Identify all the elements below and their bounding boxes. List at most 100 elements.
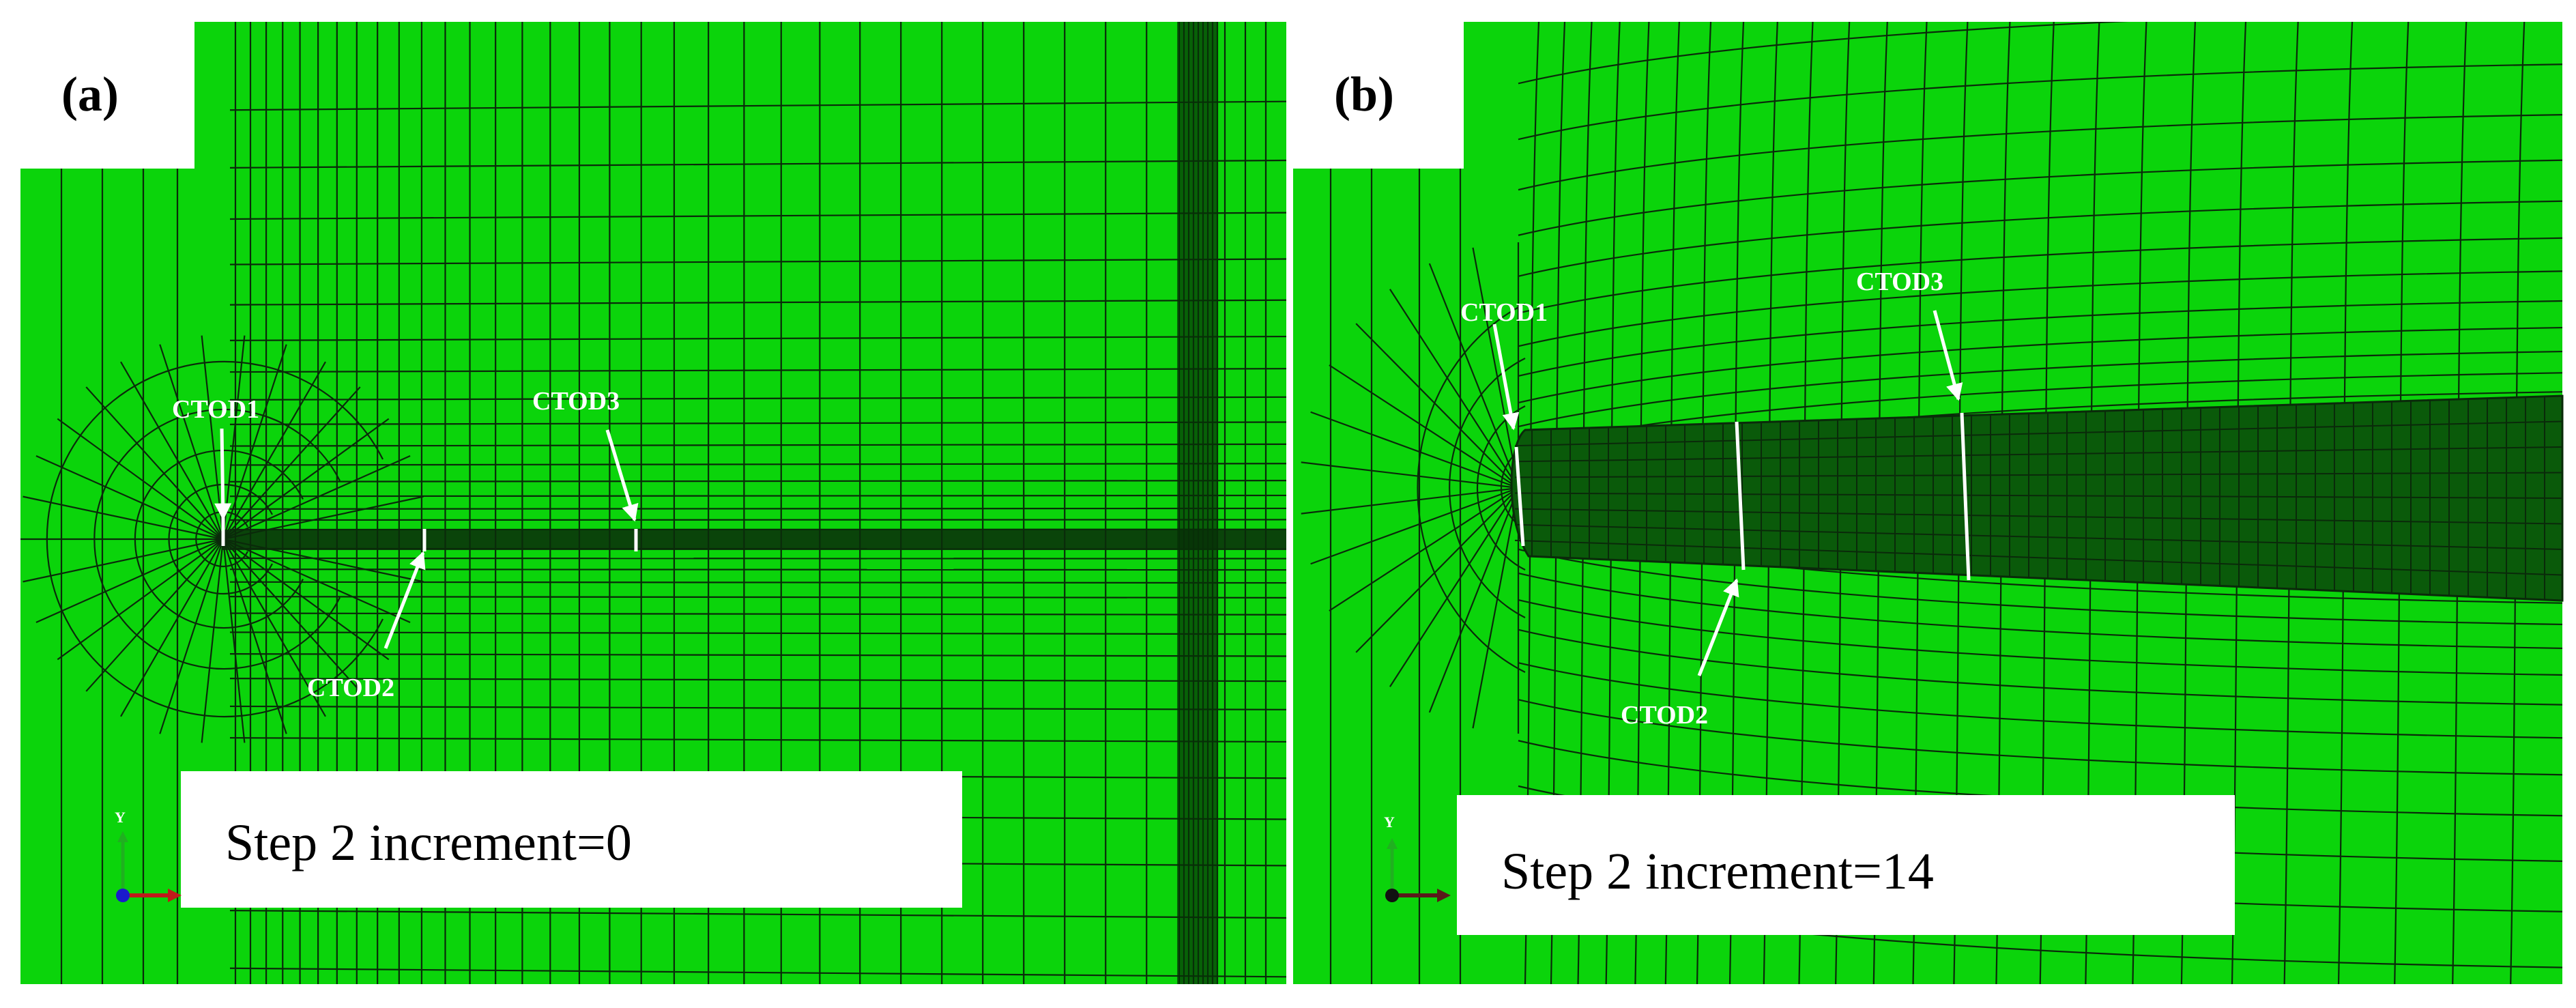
- mesh-line: [229, 653, 1286, 657]
- panel-b-y-arrowhead: [1387, 838, 1398, 849]
- crack-mesh-line: [1514, 446, 2563, 463]
- panel-b-axis-triad: Y: [1384, 813, 1451, 902]
- mesh-line: [1301, 461, 1519, 489]
- panel-a-ctod3-label: CTOD3: [532, 387, 620, 416]
- mesh-line: [229, 494, 1286, 498]
- panel-a-label-box: [20, 22, 194, 169]
- mesh-line: [1428, 487, 1520, 713]
- mesh-line: [229, 335, 1286, 341]
- mesh-line: [229, 443, 1286, 447]
- panel-a-crack: [222, 530, 1286, 550]
- panel-b-ctod2-arrow: [1697, 578, 1739, 676]
- crack-mesh-line: [1514, 420, 2563, 447]
- mesh-line: [229, 396, 1286, 401]
- panel-a-label: (a): [61, 67, 119, 121]
- mesh-line: [1518, 200, 2562, 277]
- mesh-line: [229, 507, 1286, 510]
- mesh-line: [222, 538, 287, 734]
- panel-b-ctod2-label: CTOD2: [1621, 701, 1708, 730]
- panel-b-origin: [1385, 889, 1399, 902]
- panel-b-x-arrowhead: [1437, 889, 1451, 902]
- mesh-line: [1518, 159, 2562, 236]
- mesh-line: [1472, 247, 1520, 489]
- crack-mesh-line: [1514, 523, 2563, 550]
- mesh-line: [120, 538, 224, 717]
- mesh-line: [1518, 63, 2562, 141]
- mesh-line: [85, 386, 224, 540]
- panel-a-ctod2-arrow: [383, 551, 426, 649]
- panel-a-ctod1-label: CTOD1: [172, 395, 259, 424]
- panel-a-ctod3-arrow: [605, 429, 639, 522]
- mesh-line: [1389, 289, 1519, 489]
- mesh-line: [229, 568, 1286, 571]
- panel-b-ctod1-marker: [1514, 446, 1525, 547]
- crack-mesh-line: [1514, 539, 2563, 576]
- mesh-line: [1518, 22, 2129, 85]
- panel-a-step-text: Step 2 increment=0: [225, 814, 632, 872]
- panel-a-y-label: Y: [115, 809, 126, 826]
- mesh-line: [229, 463, 1286, 466]
- panel-a-dense-band: [1177, 22, 1218, 984]
- crack-mesh-line: [1514, 472, 2563, 478]
- panel-b-ctod3-marker: [1960, 412, 1971, 581]
- mesh-line: [1518, 572, 2562, 650]
- mesh-line: [1518, 270, 2562, 347]
- panel-a-ctod1-arrow: [214, 428, 232, 521]
- mesh-line: [1518, 548, 2562, 626]
- mesh-line: [1518, 300, 2562, 377]
- mesh-line: [85, 538, 224, 692]
- mesh-line: [222, 361, 326, 540]
- mesh-line: [1518, 662, 2562, 739]
- mesh-line: [229, 678, 1286, 682]
- mesh-line: [46, 360, 383, 718]
- panel-a-step-box: [181, 771, 962, 908]
- mesh-line: [229, 368, 1286, 373]
- mesh-line: [1310, 411, 1519, 489]
- mesh-line: [1518, 599, 2562, 676]
- panel-a-axis-triad: Y: [115, 809, 182, 902]
- panel-b: (b) CTOD1 CTOD2 CTOD3 Step 2 increment=1…: [1293, 22, 2564, 984]
- mesh-line: [229, 612, 1286, 616]
- panel-b-step-box: [1457, 795, 2235, 935]
- panel-a-x-arrowhead: [168, 889, 182, 902]
- mesh-line: [120, 361, 224, 540]
- panel-a: (a) CTOD1 CTOD2 CTOD3 Step 2 increment=0…: [20, 22, 1286, 984]
- mesh-line: [23, 495, 224, 541]
- mesh-line: [1518, 237, 2562, 314]
- mesh-line: [57, 538, 224, 661]
- mesh-line: [1428, 263, 1520, 489]
- mesh-line: [93, 408, 341, 670]
- mesh-line: [229, 421, 1286, 425]
- mesh-line: [201, 538, 225, 743]
- panel-a-origin: [116, 889, 130, 902]
- mesh-line: [1518, 699, 2562, 776]
- mesh-line: [222, 538, 361, 692]
- mesh-line: [1518, 740, 2562, 817]
- mesh-line: [57, 418, 224, 540]
- panel-b-ctod2-marker: [1735, 421, 1746, 571]
- mesh-line: [1518, 326, 2562, 404]
- mesh-line: [222, 538, 326, 717]
- panel-b-crack-mesh: [1514, 396, 2563, 600]
- panel-a-ctod2-label: CTOD2: [307, 674, 394, 702]
- mesh-line: [1329, 487, 1519, 611]
- panel-b-label-box: [1293, 22, 1464, 169]
- mesh-line: [222, 455, 411, 541]
- mesh-line: [1449, 358, 1526, 618]
- mesh-line: [134, 449, 304, 629]
- mesh-line: [1310, 487, 1519, 565]
- panel-b-label: (b): [1334, 67, 1394, 121]
- mesh-line: [229, 737, 1286, 743]
- mesh-line: [1355, 323, 1519, 489]
- panel-b-y-label: Y: [1384, 813, 1395, 831]
- mesh-line: [159, 344, 225, 540]
- mesh-line: [159, 538, 225, 734]
- mesh-line: [229, 581, 1286, 584]
- mesh-line: [1417, 303, 1526, 673]
- mesh-line: [222, 538, 390, 661]
- mesh-line: [35, 538, 224, 624]
- mesh-line: [229, 705, 1286, 710]
- panel-b-ctod3-label: CTOD3: [1856, 268, 1943, 296]
- mesh-line: [229, 299, 1286, 306]
